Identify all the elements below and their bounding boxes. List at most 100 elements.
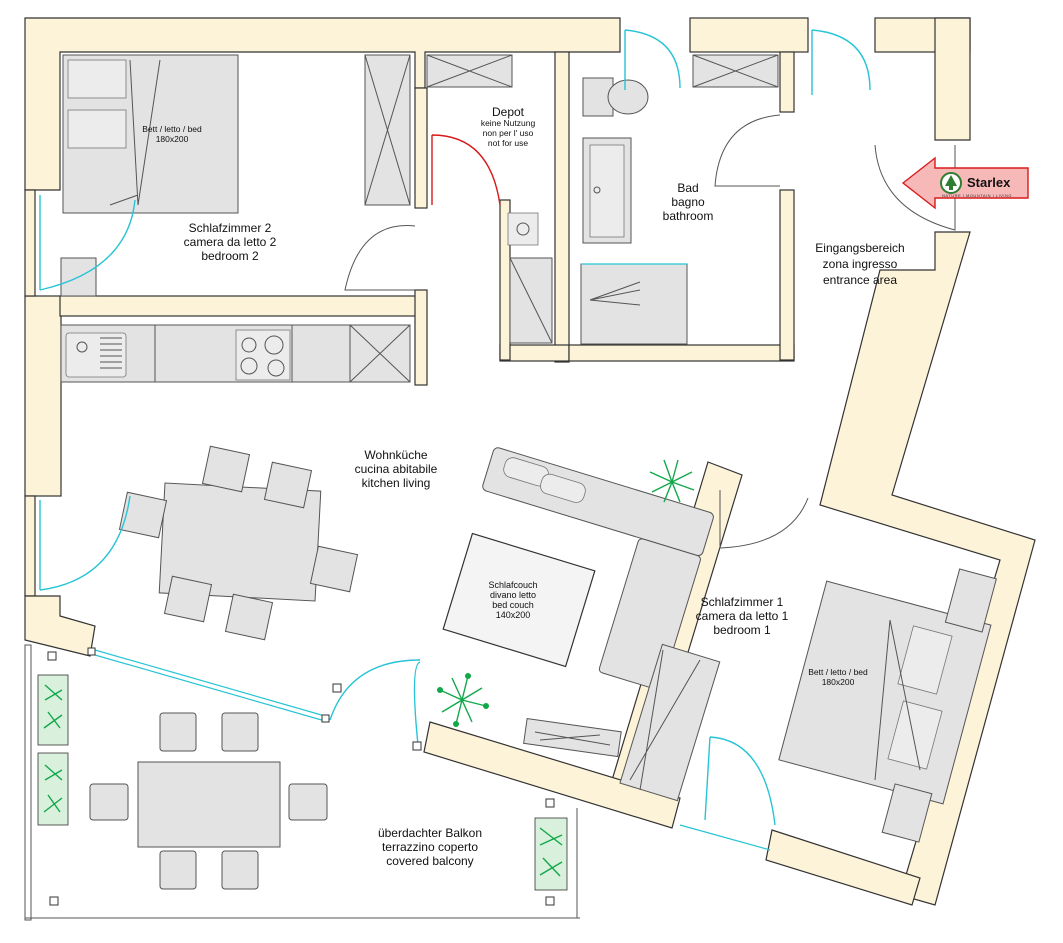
label-balcony-2: terrazzino coperto [382,840,478,854]
chair-6 [224,593,274,641]
door-bath [714,114,781,187]
planter-2 [37,752,69,826]
label-bath-3: bathroom [663,209,714,223]
wall-bath-bottom [568,344,795,362]
sink [65,332,127,378]
wall-depot-right [554,51,570,363]
entry-arrow [901,156,1029,210]
chair-5 [163,575,213,623]
label-kitchen-3: kitchen living [362,476,431,490]
wall-left-1 [24,295,62,497]
balcony-chair-1 [159,712,197,752]
label-bath-1: Bad [677,181,698,195]
bathroom: Bad bagno bathroom [580,29,781,345]
door-balcony [329,659,421,746]
label-bedroom2-3: bedroom 2 [201,249,259,263]
nightstand-2 [881,783,933,843]
door-bedroom1 [719,490,809,549]
door-toilet [624,29,681,90]
door-bedroom2 [344,225,416,291]
balcony-sliding-door [94,649,326,722]
nightstand-1 [944,568,997,633]
tree-icon [945,175,957,190]
label-sofabed-3: bed couch [492,600,534,610]
sofabed-mattress [442,532,596,668]
door-entrance-main [874,144,956,231]
balcony-chair-5 [159,850,197,890]
wall-bedroom2-bottom [59,295,426,317]
wall-kitchen-right [414,289,428,386]
label-bedroom1-1: Schlafzimmer 1 [701,595,784,609]
wall-bedroom2-right [414,87,428,209]
bedroom2: Bett / letto / bed 180x200 Schlafzimmer … [39,54,416,297]
sofa [482,447,714,691]
chair-1 [201,445,251,493]
wall-bath-right-top [779,51,795,113]
wall-bedroom1-bottom-2 [765,829,921,906]
label-depot-title: Depot [492,105,525,119]
label-balcony-1: überdachter Balkon [378,826,482,840]
bed-size-bedroom2: 180x200 [156,134,189,144]
wall-left-3 [24,495,36,597]
door-bedroom2-window [39,195,136,291]
balcony-chair-6 [221,850,259,890]
wall-right-top [934,17,971,141]
label-balcony-3: covered balcony [386,854,473,868]
label-entrance-2: zona ingresso [823,257,898,271]
depot: Depot keine Nutzung non per l' uso not f… [426,54,553,344]
label-sofabed-4: 140x200 [496,610,531,620]
door-kitchen-window [39,495,131,591]
brand-name: Starlex [967,175,1011,190]
door-depot [431,134,501,206]
label-kitchen-1: Wohnküche [364,448,427,462]
pillow-2 [67,109,127,149]
label-entrance-1: Eingangsbereich [815,241,904,255]
brand-tagline: NATURE I MOUNTAIN I LIVING [942,193,1012,198]
door-bedroom1-window [704,736,776,826]
kitchen-living: Wohnküche cucina abitabile kitchen livin… [39,324,714,758]
label-depot-1: keine Nutzung [481,118,536,128]
wall-bath-right [779,189,795,361]
balcony-chair-3 [89,783,129,821]
entrance-area: Eingangsbereich zona ingresso entrance a… [811,29,956,287]
plants [437,459,695,727]
balcony-rail-left [24,644,32,921]
label-bedroom1-3: bedroom 1 [713,623,771,637]
bed-label-bedroom1: Bett / letto / bed [808,667,868,677]
wall-bedroom1-bottom [423,721,681,829]
label-depot-3: not for use [488,138,528,148]
bedroom1: Bett / letto / bed 180x200 Schlafzimmer … [619,490,997,851]
balcony-table [137,761,281,848]
label-bedroom2-2: camera da letto 2 [184,235,277,249]
planter-3 [534,817,568,891]
chair-2 [263,461,313,509]
wall-top-mid [689,17,809,53]
door-entrance-top [811,29,871,95]
cooktop [235,329,291,381]
toilet-bowl [607,79,649,115]
label-sofabed-1: Schlafcouch [488,580,537,590]
label-bedroom2-1: Schlafzimmer 2 [189,221,272,235]
boiler [507,212,539,246]
walls [24,17,1036,921]
planter-1 [37,674,69,746]
covered-balcony: überdachter Balkon terrazzino coperto co… [37,651,568,906]
bed-label-bedroom2: Bett / letto / bed [142,124,202,134]
label-depot-2: non per l' uso [483,128,534,138]
label-bath-2: bagno [671,195,705,209]
pillow-1 [67,59,127,99]
wall-left-bottom [24,595,96,657]
wall-left-2 [24,189,36,297]
label-entrance-3: entrance area [823,273,897,287]
plant-icon [437,673,489,727]
blanket-fold [109,59,161,206]
bed-size-bedroom1: 180x200 [822,677,855,687]
chair-3 [118,491,168,539]
brand-arrow: Starlex NATURE I MOUNTAIN I LIVING [901,156,1029,210]
label-bedroom1-2: camera da letto 1 [696,609,789,623]
plant-icon [649,459,695,503]
label-sofabed-2: divano letto [490,590,536,600]
chair-4 [309,545,359,593]
balcony-chair-4 [288,783,328,821]
